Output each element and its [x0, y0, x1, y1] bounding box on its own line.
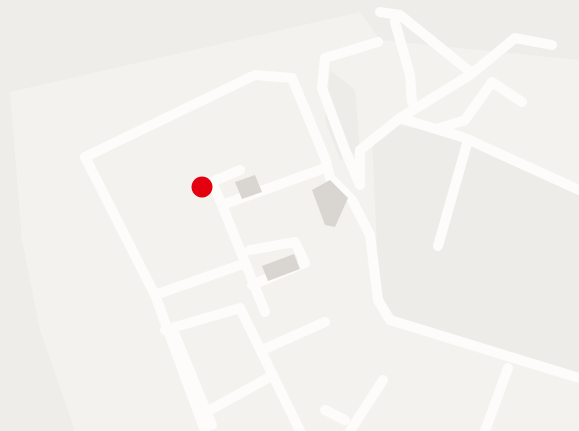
road	[257, 317, 330, 355]
road	[235, 303, 305, 431]
road	[150, 290, 210, 431]
road	[345, 375, 388, 431]
road	[160, 303, 245, 335]
buildings	[235, 175, 348, 281]
road-network	[80, 7, 579, 431]
building	[235, 175, 262, 199]
building	[312, 180, 348, 227]
road	[433, 135, 473, 251]
road	[205, 373, 273, 415]
road	[375, 7, 473, 75]
open-area	[372, 125, 579, 380]
road	[317, 37, 383, 190]
building	[262, 254, 300, 281]
road	[150, 260, 245, 300]
road	[217, 163, 330, 210]
road	[355, 33, 557, 190]
road	[435, 77, 527, 133]
road	[390, 17, 417, 107]
road	[207, 165, 270, 317]
location-pin-icon[interactable]	[191, 176, 213, 198]
open-area	[325, 70, 360, 160]
road	[320, 405, 350, 425]
road	[80, 152, 160, 300]
road	[80, 70, 579, 383]
road	[480, 363, 513, 431]
